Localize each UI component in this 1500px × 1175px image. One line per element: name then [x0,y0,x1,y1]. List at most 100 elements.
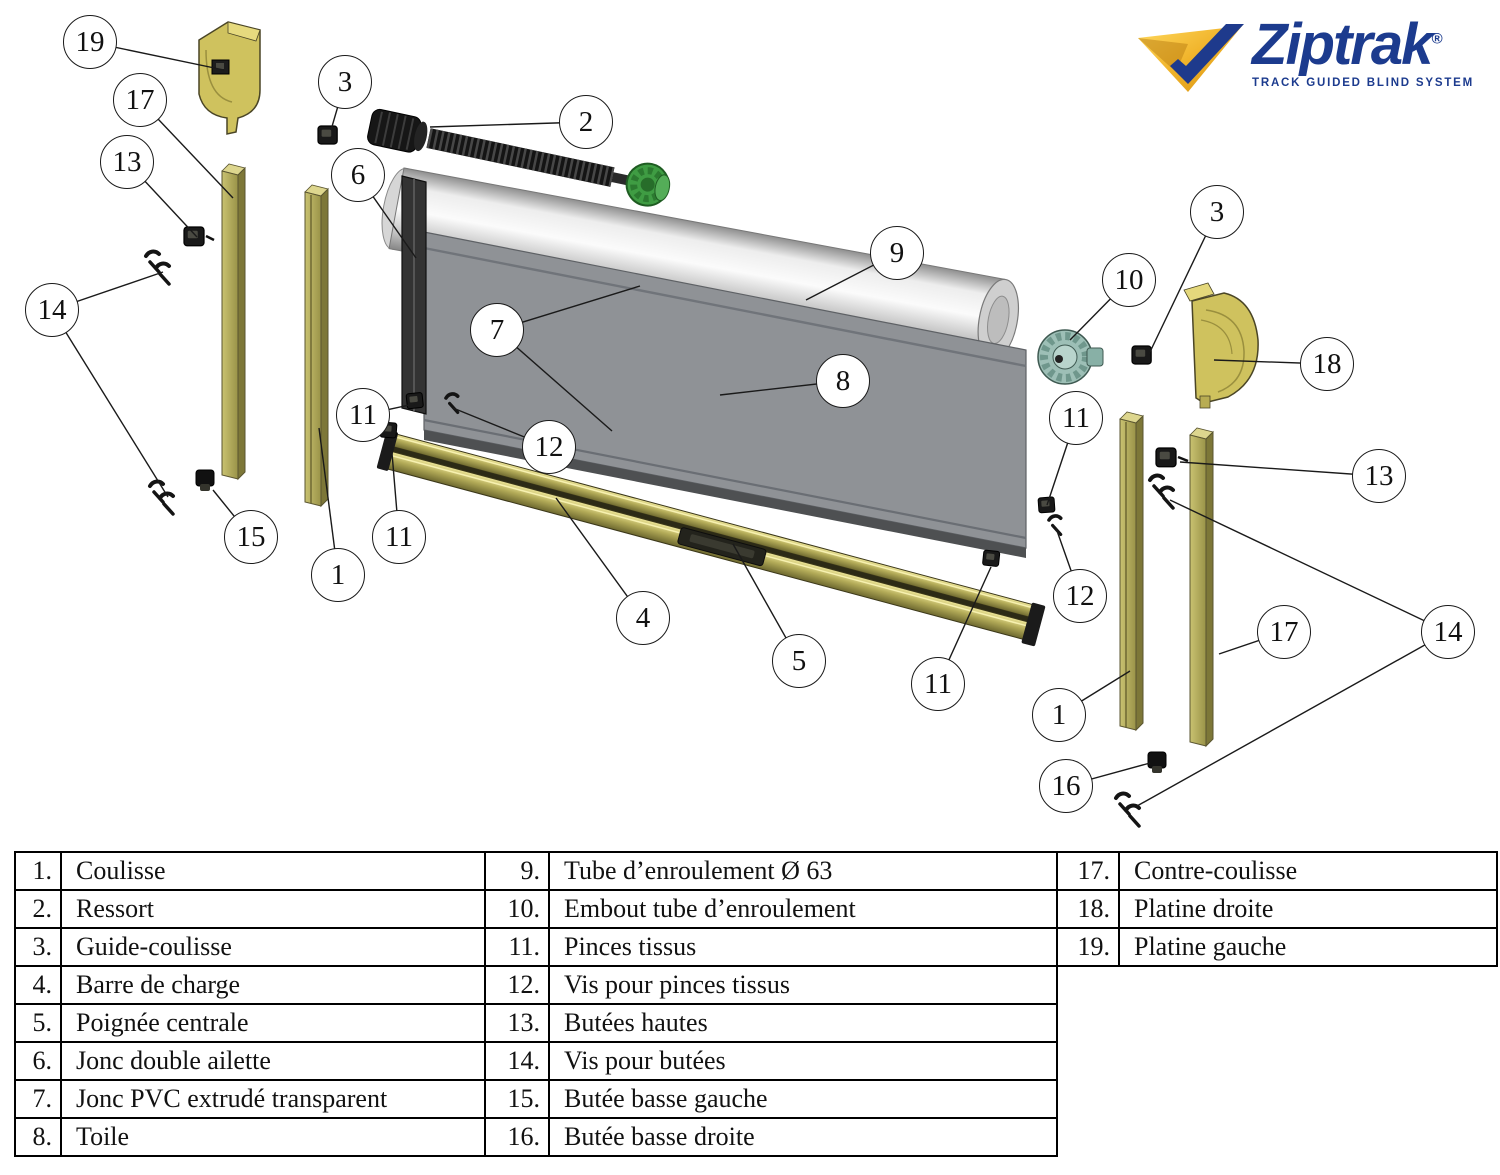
part-label: Toile [60,1117,486,1157]
callout-17: 17 [1257,605,1311,659]
part-number: 4. [14,965,62,1005]
callout-18: 18 [1300,337,1354,391]
callout-7: 7 [470,303,524,357]
callout-16: 16 [1039,759,1093,813]
exploded-diagram [51,21,1449,828]
registered-mark: ® [1431,30,1443,48]
parts-row: 10.Embout tube d’enroulement [484,889,1058,929]
brand-tagline: TRACK GUIDED BLIND SYSTEM [1252,77,1474,89]
part-contre-coulisse-left [221,163,246,481]
part-number: 10. [484,889,550,929]
part-label: Guide-coulisse [60,927,486,967]
part-label: Contre-coulisse [1118,851,1498,891]
callout-6: 6 [331,148,385,202]
part-number: 18. [1056,889,1120,929]
part-label: Platine gauche [1118,927,1498,967]
part-label: Pinces tissus [548,927,1058,967]
parts-row: 19.Platine gauche [1056,927,1498,967]
callout-3: 3 [1190,185,1244,239]
part-number: 15. [484,1079,550,1119]
part-label: Tube d’enroulement Ø 63 [548,851,1058,891]
callout-10: 10 [1102,253,1156,307]
part-number: 13. [484,1003,550,1043]
parts-row: 16.Butée basse droite [484,1117,1058,1157]
parts-row: 17.Contre-coulisse [1056,851,1498,891]
part-label: Vis pour pinces tissus [548,965,1058,1005]
callout-11: 11 [372,510,426,564]
callout-14: 14 [25,283,79,337]
part-label: Butées hautes [548,1003,1058,1043]
callout-11: 11 [336,388,390,442]
part-number: 7. [14,1079,62,1119]
part-barre-de-charge [376,429,1046,647]
part-number: 5. [14,1003,62,1043]
part-number: 9. [484,851,550,891]
parts-row: 13.Butées hautes [484,1003,1058,1043]
part-butees-hautes-right [1155,447,1189,468]
callout-4: 4 [616,591,670,645]
part-number: 12. [484,965,550,1005]
part-label: Coulisse [60,851,486,891]
callout-13: 13 [100,135,154,189]
parts-row: 5.Poignée centrale [14,1003,486,1043]
callout-3: 3 [318,55,372,109]
part-number: 6. [14,1041,62,1081]
parts-row: 2.Ressort [14,889,486,929]
part-vis-butees-left [144,249,175,516]
callout-12: 12 [1053,569,1107,623]
ziptrak-logo-text: Ziptrak® TRACK GUIDED BLIND SYSTEM [1252,16,1474,90]
part-label: Platine droite [1118,889,1498,929]
part-number: 2. [14,889,62,929]
parts-row: 9.Tube d’enroulement Ø 63 [484,851,1058,891]
part-label: Butée basse droite [548,1117,1058,1157]
parts-row: 7.Jonc PVC extrudé transparent [14,1079,486,1119]
part-guide-coulisse-right [1131,345,1152,365]
part-butee-basse-gauche [195,469,215,491]
callout-19: 19 [63,15,117,69]
part-jonc-double-ailette [401,175,427,415]
parts-row: 8.Toile [14,1117,486,1157]
part-number: 19. [1056,927,1120,967]
part-label: Barre de charge [60,965,486,1005]
part-number: 3. [14,927,62,967]
parts-row: 12.Vis pour pinces tissus [484,965,1058,1005]
callout-14: 14 [1421,605,1475,659]
part-number: 14. [484,1041,550,1081]
part-label: Jonc double ailette [60,1041,486,1081]
callout-8: 8 [816,354,870,408]
callout-13: 13 [1352,449,1406,503]
part-label: Ressort [60,889,486,929]
parts-row: 1.Coulisse [14,851,486,891]
part-number: 17. [1056,851,1120,891]
parts-row: 18.Platine droite [1056,889,1498,929]
ziptrak-logo: Ziptrak® TRACK GUIDED BLIND SYSTEM [1136,16,1474,96]
parts-row: 3.Guide-coulisse [14,927,486,967]
callout-11: 11 [1049,391,1103,445]
part-label: Butée basse gauche [548,1079,1058,1119]
part-number: 1. [14,851,62,891]
part-number: 16. [484,1117,550,1157]
ziptrak-logo-icon [1138,24,1245,92]
callout-2: 2 [559,95,613,149]
part-label: Embout tube d’enroulement [548,889,1058,929]
callout-9: 9 [870,226,924,280]
part-guide-coulisse-left [317,125,338,145]
part-platine-droite [1183,282,1259,409]
callout-5: 5 [772,634,826,688]
callout-11: 11 [911,657,965,711]
part-label: Jonc PVC extrudé transparent [60,1079,486,1119]
part-coulisse-left [304,184,329,508]
part-butee-basse-droite [1147,751,1167,773]
part-label: Poignée centrale [60,1003,486,1043]
part-number: 8. [14,1117,62,1157]
part-coulisse-right [1119,411,1144,732]
part-platine-gauche [198,21,261,135]
parts-row: 15.Butée basse gauche [484,1079,1058,1119]
parts-row: 14.Vis pour butées [484,1041,1058,1081]
callout-17: 17 [113,73,167,127]
callout-1: 1 [1032,688,1086,742]
